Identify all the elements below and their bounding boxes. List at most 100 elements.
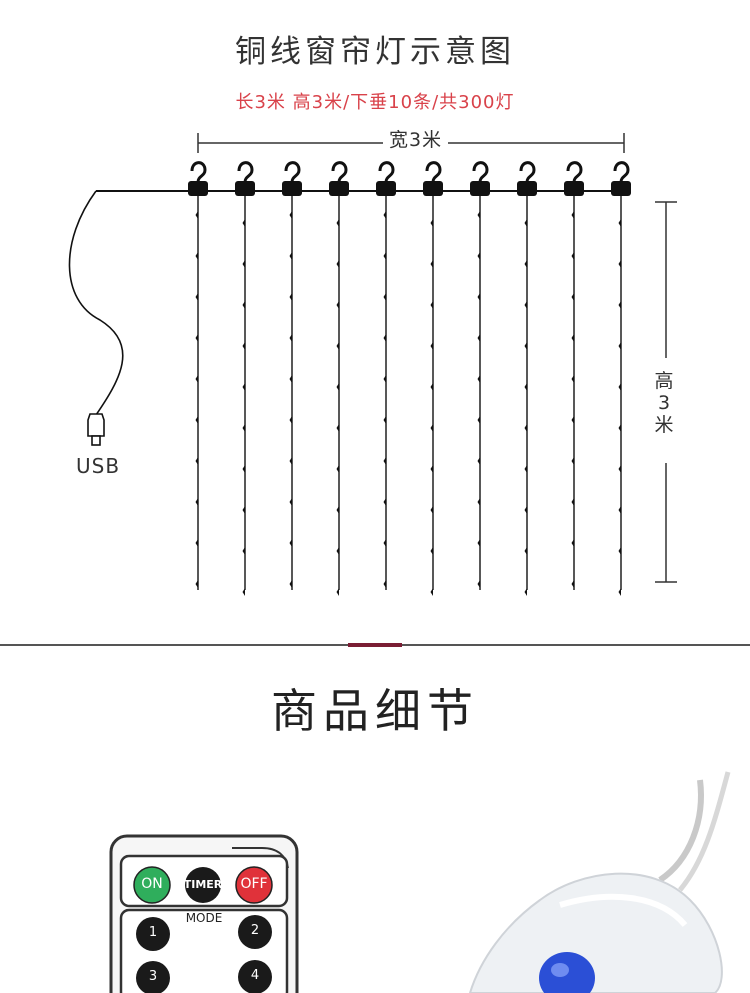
led-bead <box>477 580 480 588</box>
led-bead <box>524 547 527 555</box>
led-bead <box>571 375 574 383</box>
height-dimension-line <box>655 201 677 583</box>
led-bead <box>242 301 245 309</box>
led-bead <box>477 457 480 465</box>
led-bead <box>571 252 574 260</box>
led-bead <box>195 334 198 342</box>
led-bead <box>524 424 527 432</box>
led-bead <box>477 211 480 219</box>
hook-clip-icon <box>423 161 443 196</box>
led-bead <box>242 424 245 432</box>
remote-key-4 <box>238 960 272 993</box>
led-bead <box>383 498 386 506</box>
led-bead <box>618 588 621 596</box>
led-bead <box>430 219 433 227</box>
led-bead <box>524 588 527 596</box>
led-bead <box>477 539 480 547</box>
remote-timer-label: TIMER <box>183 878 223 891</box>
light-strands <box>195 194 622 596</box>
hook-clip-icon <box>329 161 349 196</box>
width-label: 宽3米 <box>383 125 449 152</box>
led-bead <box>383 252 386 260</box>
led-bead <box>524 301 527 309</box>
led-bead <box>571 334 574 342</box>
hook-clip-icon <box>235 161 255 196</box>
led-bead <box>383 211 386 219</box>
led-bead <box>242 342 245 350</box>
led-bead <box>195 252 198 260</box>
hook-clip-icon <box>517 161 537 196</box>
remote-key-4-label: 4 <box>250 968 260 983</box>
led-bead <box>477 375 480 383</box>
remote-control <box>109 834 299 993</box>
remote-off-button <box>235 866 273 904</box>
led-bead <box>195 293 198 301</box>
led-bead <box>383 416 386 424</box>
led-bead <box>289 539 292 547</box>
led-bead <box>430 506 433 514</box>
led-bead <box>430 260 433 268</box>
led-bead <box>336 383 339 391</box>
led-bead <box>430 383 433 391</box>
spec-text: 长3米 高3米/下垂10条/共300灯 <box>235 92 515 113</box>
led-bead <box>524 383 527 391</box>
led-bead <box>618 301 621 309</box>
led-bead <box>289 416 292 424</box>
hook-clip-icon <box>188 161 208 196</box>
led-bead <box>336 424 339 432</box>
led-bead <box>289 334 292 342</box>
hooks <box>188 161 631 196</box>
led-bead <box>430 588 433 596</box>
section-title: 商品细节 <box>271 684 479 738</box>
led-bead <box>242 260 245 268</box>
led-bead <box>477 416 480 424</box>
led-bead <box>383 375 386 383</box>
led-bead <box>242 506 245 514</box>
usb-plug-icon <box>87 413 105 446</box>
led-bead <box>524 219 527 227</box>
led-bead <box>242 547 245 555</box>
led-bead <box>336 465 339 473</box>
led-bead <box>336 588 339 596</box>
led-bead <box>430 301 433 309</box>
led-bead <box>430 465 433 473</box>
led-controller-box <box>468 771 731 993</box>
led-bead <box>571 416 574 424</box>
led-bead <box>242 219 245 227</box>
led-bead <box>618 465 621 473</box>
remote-mode-label: MODE <box>185 911 223 925</box>
hook-clip-icon <box>564 161 584 196</box>
led-bead <box>618 547 621 555</box>
led-bead <box>618 219 621 227</box>
remote-timer-button <box>185 867 221 903</box>
led-bead <box>242 588 245 596</box>
led-bead <box>524 506 527 514</box>
led-bead <box>289 293 292 301</box>
led-bead <box>430 424 433 432</box>
usb-cable <box>68 190 124 416</box>
led-bead <box>242 465 245 473</box>
led-bead <box>383 580 386 588</box>
led-bead <box>477 498 480 506</box>
led-bead <box>618 260 621 268</box>
led-bead <box>195 211 198 219</box>
led-bead <box>383 457 386 465</box>
led-bead <box>571 539 574 547</box>
led-bead <box>524 465 527 473</box>
led-bead <box>524 342 527 350</box>
remote-key-2 <box>238 915 272 949</box>
remote-key-3-label: 3 <box>148 969 158 984</box>
hook-clip-icon <box>376 161 396 196</box>
section-divider-accent <box>348 643 402 647</box>
led-bead <box>430 547 433 555</box>
led-bead <box>336 547 339 555</box>
led-bead <box>195 416 198 424</box>
led-bead <box>195 580 198 588</box>
remote-key-3 <box>136 961 170 993</box>
led-bead <box>336 506 339 514</box>
led-bead <box>477 293 480 301</box>
led-bead <box>477 252 480 260</box>
led-bead <box>571 293 574 301</box>
led-bead <box>195 498 198 506</box>
